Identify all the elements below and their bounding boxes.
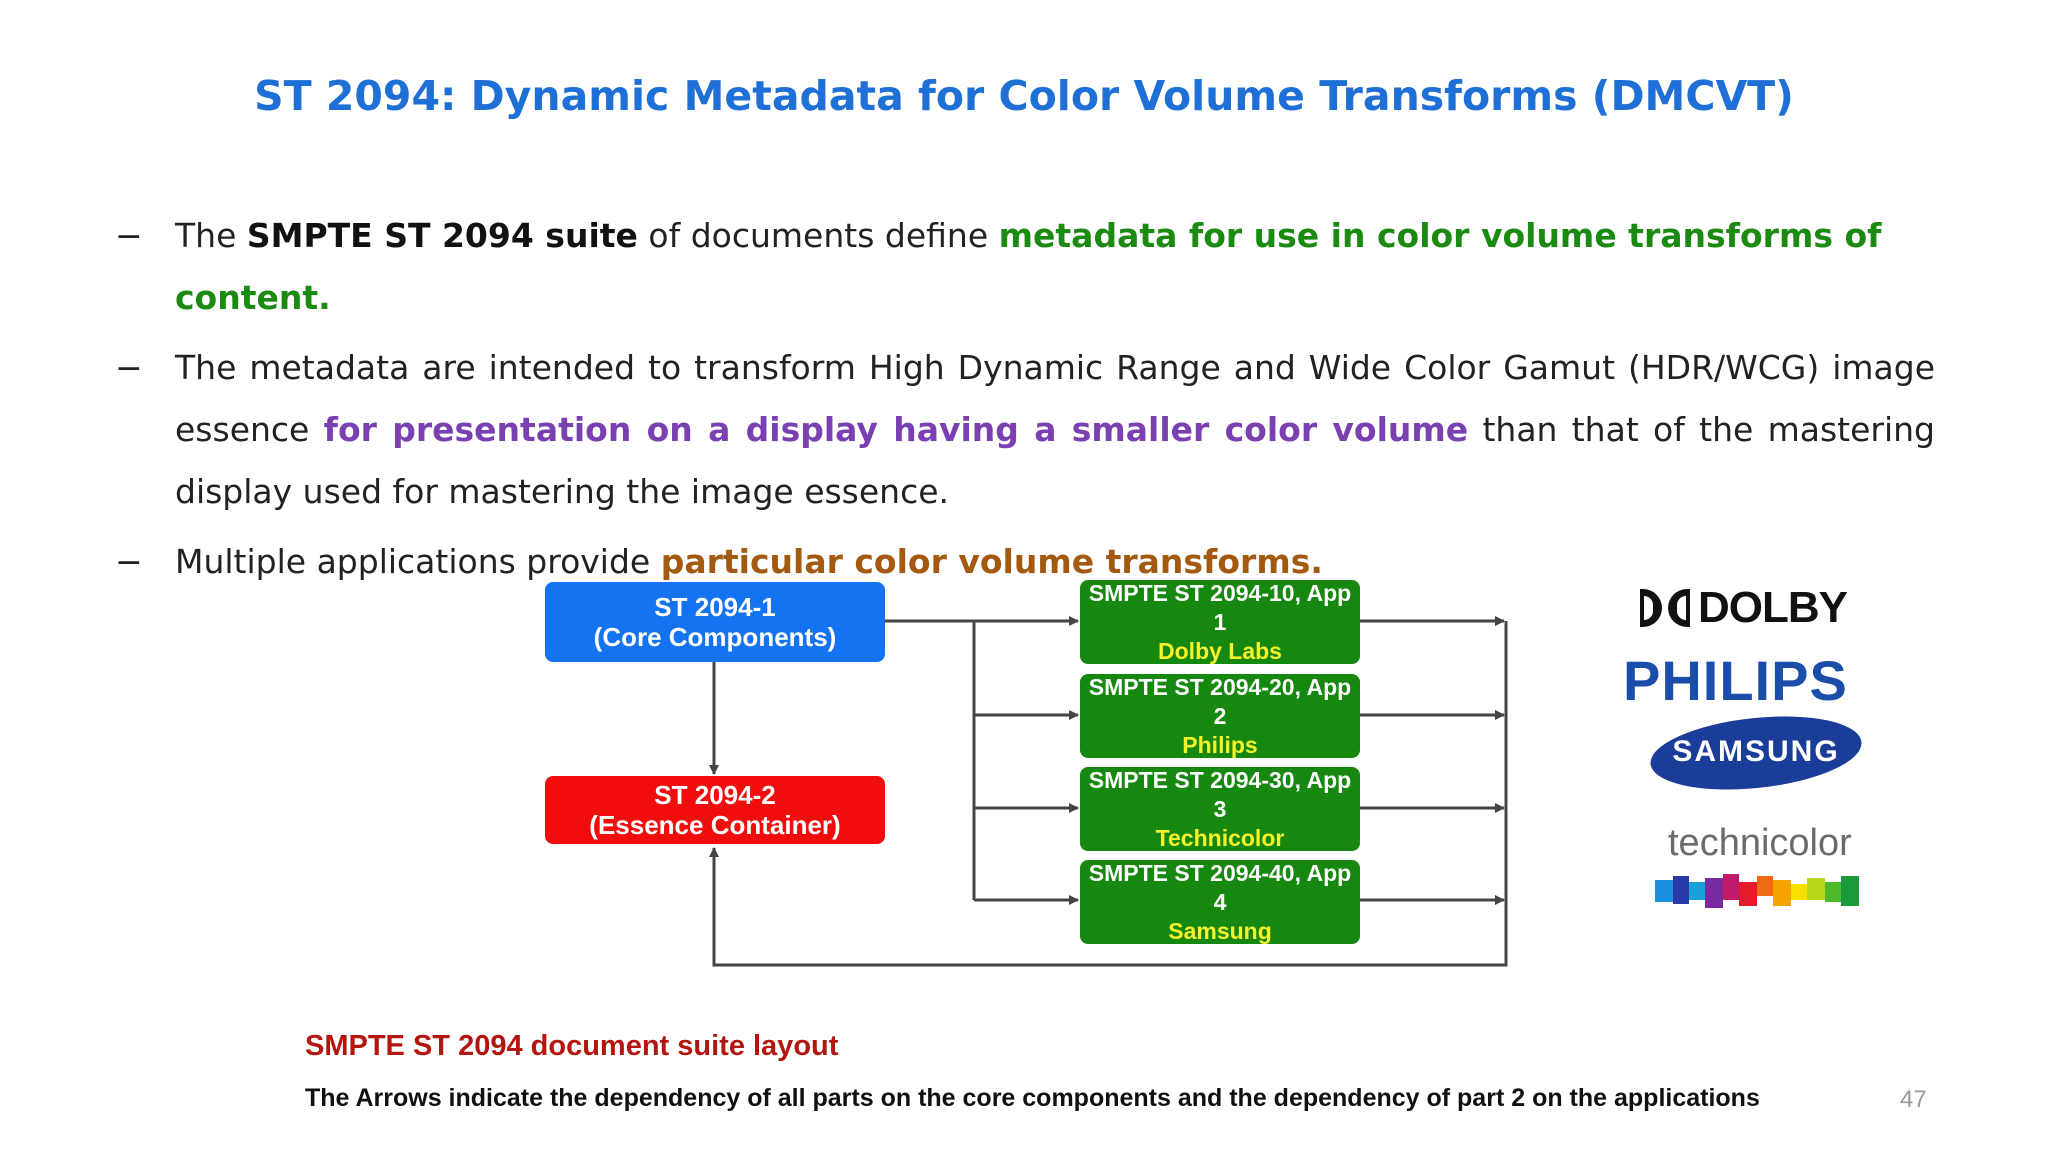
bullet-dash: − — [115, 542, 143, 581]
app-box: SMPTE ST 2094-40, App 4 Samsung — [1080, 860, 1360, 944]
essence-box-label: ST 2094-2 — [654, 780, 776, 810]
bullet-item: −The SMPTE ST 2094 suite of documents de… — [115, 205, 1935, 329]
app-vendor: Technicolor — [1155, 824, 1285, 851]
bullet-text: than that of the mastering display used … — [175, 410, 1936, 511]
core-components-box: ST 2094-1 (Core Components) — [545, 582, 885, 662]
app-box: SMPTE ST 2094-30, App 3 Technicolor — [1080, 767, 1360, 851]
bullet-highlight: SMPTE ST 2094 suite — [246, 216, 638, 255]
bullet-dash: − — [115, 348, 143, 387]
bullet-text: Multiple applications provide — [175, 542, 661, 581]
bullet-highlight: for presentation on a display having a s… — [323, 410, 1469, 449]
bullet-item: −Multiple applications provide particula… — [115, 531, 1935, 593]
essence-box-sublabel: (Essence Container) — [589, 810, 841, 840]
app-title: SMPTE ST 2094-40, App 4 — [1088, 859, 1352, 915]
bullet-item: −The metadata are intended to transform … — [115, 337, 1935, 523]
app-title: SMPTE ST 2094-20, App 2 — [1088, 673, 1352, 729]
app-vendor: Samsung — [1168, 917, 1272, 944]
app-vendor: Dolby Labs — [1158, 637, 1282, 664]
diagram-caption-text: The Arrows indicate the dependency of al… — [305, 1084, 1760, 1112]
bullet-list: −The SMPTE ST 2094 suite of documents de… — [115, 205, 1935, 601]
app-box: SMPTE ST 2094-20, App 2 Philips — [1080, 674, 1360, 758]
bullet-text: The metadata are intended to transform H… — [175, 348, 1935, 449]
technicolor-logo: technicolor — [1668, 822, 1852, 864]
dolby-logo: DOLBY — [1640, 583, 1848, 633]
core-box-sublabel: (Core Components) — [593, 622, 837, 652]
app-box: SMPTE ST 2094-10, App 1 Dolby Labs — [1080, 580, 1360, 664]
bullet-highlight: metadata for use in color volume transfo… — [175, 216, 1882, 317]
bullet-dash: − — [115, 216, 143, 255]
bullet-text: The — [175, 216, 247, 255]
essence-container-box: ST 2094-2 (Essence Container) — [545, 776, 885, 844]
philips-logo: PHILIPS — [1623, 649, 1848, 712]
bullet-text: of documents define — [637, 216, 999, 255]
bullet-highlight: particular color volume transforms. — [660, 542, 1323, 581]
app-title: SMPTE ST 2094-10, App 1 — [1088, 579, 1352, 635]
core-box-label: ST 2094-1 — [654, 592, 776, 622]
app-vendor: Philips — [1182, 731, 1258, 758]
app-title: SMPTE ST 2094-30, App 3 — [1088, 766, 1352, 822]
dolby-double-d-icon — [1640, 589, 1690, 627]
diagram-caption-title: SMPTE ST 2094 document suite layout — [305, 1030, 839, 1062]
samsung-wordmark: SAMSUNG — [1672, 735, 1840, 768]
samsung-logo: SAMSUNG — [1646, 707, 1866, 799]
technicolor-color-strip-icon — [1655, 874, 1859, 908]
page-number: 47 — [1900, 1086, 1927, 1113]
dolby-wordmark: DOLBY — [1698, 583, 1848, 632]
slide-title: ST 2094: Dynamic Metadata for Color Volu… — [254, 72, 1794, 120]
